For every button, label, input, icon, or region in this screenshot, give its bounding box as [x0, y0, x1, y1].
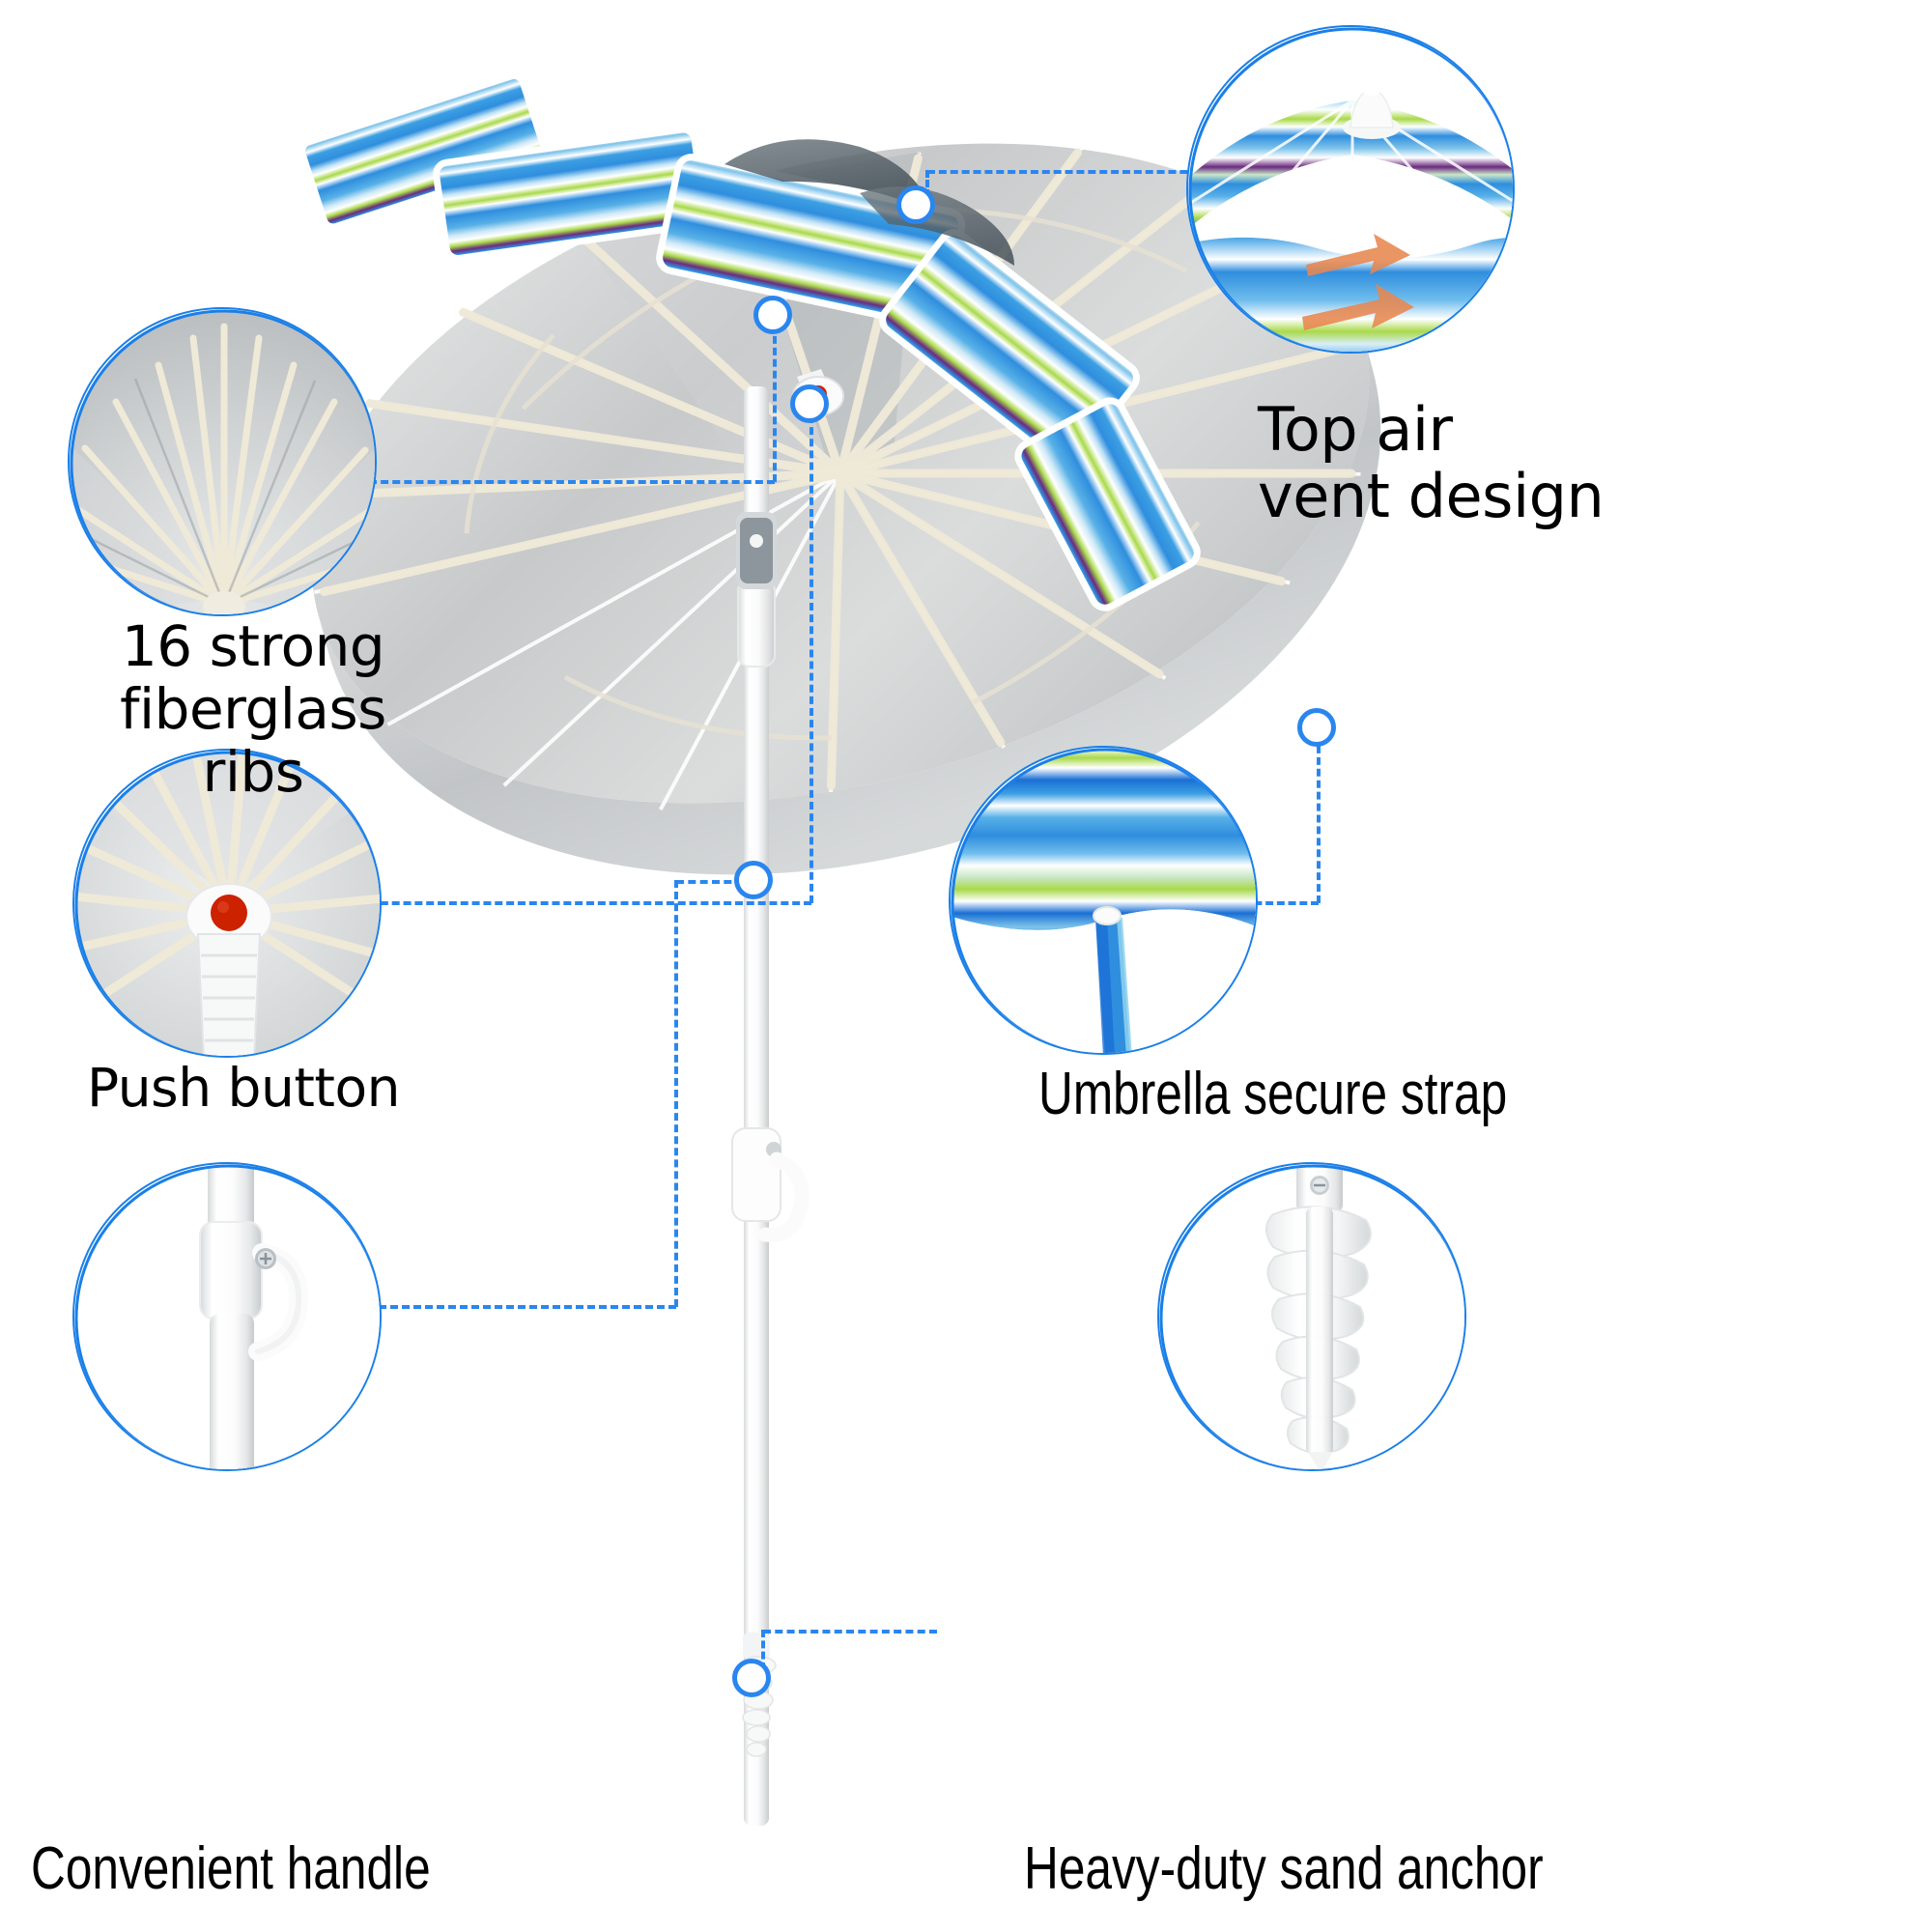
marker-umbrella-secure-strap[interactable]	[1297, 708, 1336, 747]
product-illustration	[298, 71, 1381, 1826]
detail-umbrella-secure-strap	[949, 746, 1258, 1055]
label-heavy-duty-sand-anchor: Heavy-duty sand anchor	[1024, 1835, 1544, 1902]
connector-handle-upper	[676, 880, 755, 884]
connector-strap-riser	[1317, 734, 1321, 903]
connector-top-air-vent-drop	[925, 170, 929, 197]
marker-sand-anchor[interactable]	[732, 1659, 771, 1697]
detail-sand-anchor	[1157, 1162, 1466, 1471]
label-push-button: Push button	[87, 1057, 400, 1119]
connector-ribs	[369, 480, 775, 484]
marker-fiberglass-ribs[interactable]	[753, 296, 792, 334]
connector-strap	[1232, 901, 1319, 905]
detail-push-button	[72, 749, 382, 1058]
detail-fiberglass-ribs	[68, 307, 377, 616]
label-convenient-handle: Convenient handle	[31, 1835, 431, 1902]
connector-push-button	[369, 901, 811, 905]
connector-top-air-vent	[927, 170, 1222, 174]
marker-top-air-vent[interactable]	[896, 185, 935, 224]
connector-handle-drop	[674, 880, 678, 1307]
connector-anchor-drop	[761, 1630, 765, 1670]
detail-top-air-vent	[1186, 25, 1515, 354]
label-top-air-vent: Top air vent design	[1258, 394, 1605, 532]
marker-convenient-handle[interactable]	[734, 861, 773, 899]
connector-push-button-drop	[810, 415, 813, 903]
connector-handle-lower	[367, 1305, 676, 1309]
label-fiberglass-ribs: 16 strong fiberglass ribs	[120, 613, 386, 805]
marker-push-button[interactable]	[790, 384, 829, 423]
label-umbrella-secure-strap: Umbrella secure strap	[1038, 1061, 1508, 1127]
detail-convenient-handle	[72, 1162, 382, 1471]
connector-ribs-riser	[773, 325, 777, 482]
connector-anchor	[763, 1630, 937, 1634]
